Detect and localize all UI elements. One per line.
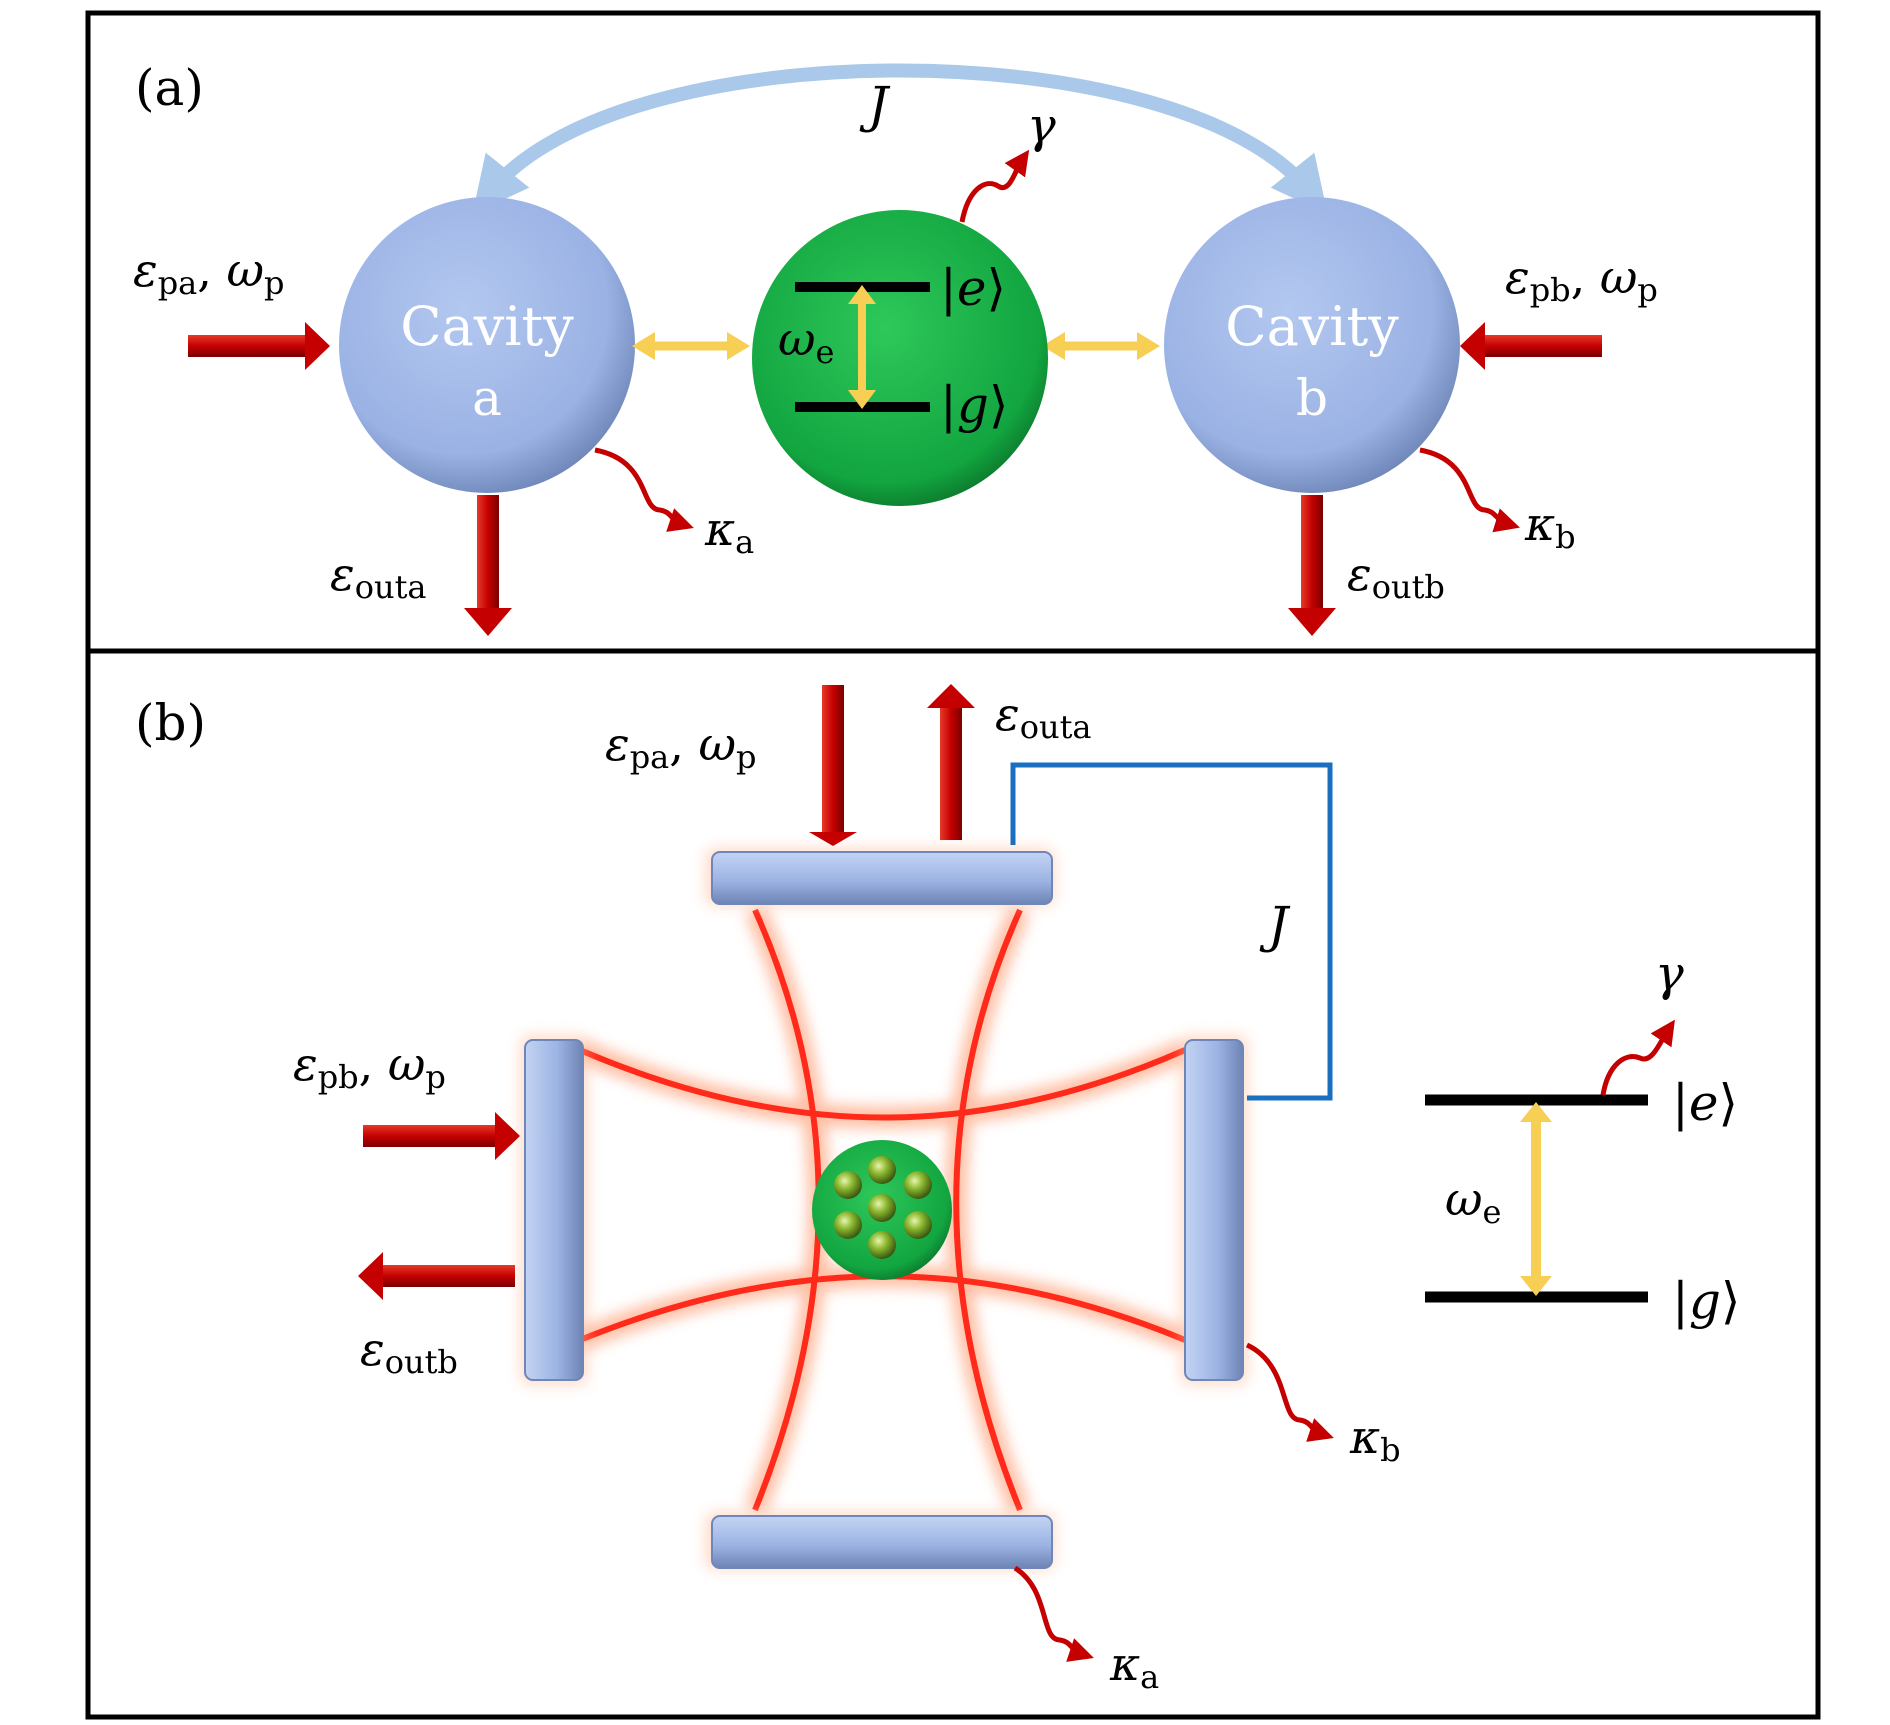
- output-label-b-b: εoutb: [360, 1322, 458, 1381]
- cavity-a: [339, 197, 635, 493]
- decay-wave-b: [1600, 1019, 1675, 1096]
- excited-state-label-a: |e⟩: [940, 259, 1006, 317]
- loss-wave-b: [1419, 447, 1520, 533]
- transition-arrow-a: [848, 285, 876, 409]
- loss-wave-b-b: [1245, 1342, 1334, 1442]
- output-label-a: εouta: [330, 547, 427, 606]
- output-arrow-b: [1288, 495, 1336, 636]
- loss-label-a-b: κa: [1109, 1637, 1159, 1696]
- transition-arrow-b: [1520, 1102, 1552, 1296]
- coupling-line-b: [1010, 762, 1333, 1101]
- pump-label-a-b: εpa, ωp: [605, 717, 757, 776]
- mirror-bottom: [705, 1512, 1055, 1570]
- coupling-label-a: J: [859, 76, 891, 134]
- pump-arrow-b: [1460, 322, 1602, 370]
- cavity-mode-a-right: [953, 908, 1023, 1512]
- excited-state-label-b: |e⟩: [1672, 1074, 1738, 1132]
- panel-b-tag: (b): [135, 694, 206, 752]
- ground-state-label-b: |g⟩: [1672, 1272, 1740, 1330]
- coupling-arc-a: [472, 63, 1328, 214]
- loss-wave-a-b: [1013, 1565, 1094, 1662]
- cavity-mode-b-top: [578, 1047, 1187, 1121]
- pump-label-a: εpa, ωp: [133, 243, 285, 302]
- pump-arrow-a: [188, 322, 330, 370]
- loss-label-a: κa: [704, 502, 754, 561]
- decay-label-a: γ: [1027, 98, 1056, 154]
- panel-b-frame: [85, 648, 1821, 1720]
- cavity-a-line1: Cavity: [400, 295, 574, 358]
- loss-label-b-b: κb: [1349, 1410, 1401, 1469]
- coupling-label-b: J: [1259, 896, 1291, 954]
- cavity-b-line2: b: [1296, 369, 1328, 427]
- transition-label-b: ωe: [1445, 1172, 1501, 1231]
- output-label-b: εoutb: [1347, 547, 1445, 606]
- exchange-arrow-a-atom: [632, 332, 750, 360]
- cavity-b-line1: Cavity: [1225, 295, 1399, 358]
- pump-label-b: εpb, ωp: [1505, 250, 1658, 309]
- ground-state-label-a: |g⟩: [940, 376, 1008, 434]
- mirror-left: [520, 1035, 588, 1385]
- exchange-arrow-atom-b: [1042, 332, 1160, 360]
- loss-label-b: κb: [1524, 497, 1576, 556]
- mirror-top: [705, 848, 1055, 906]
- decay-label-b: γ: [1655, 946, 1684, 1002]
- output-label-a-b: εouta: [995, 687, 1092, 746]
- decay-wave-a: [959, 149, 1030, 223]
- cavity-b: [1164, 197, 1460, 493]
- pump-label-b-b: εpb, ωp: [293, 1037, 446, 1096]
- panel-a-tag: (a): [135, 59, 204, 117]
- cavity-a-line2: a: [472, 369, 502, 427]
- output-arrow-a: [464, 495, 512, 636]
- pump-arrow-a-b: [809, 685, 857, 846]
- atom-ensemble: [812, 1140, 952, 1280]
- output-arrow-b-b: [358, 1252, 515, 1300]
- pump-arrow-b-b: [363, 1112, 520, 1160]
- transition-label-a: ωe: [778, 312, 834, 371]
- output-arrow-a-b: [927, 684, 975, 840]
- loss-wave-a: [594, 447, 694, 532]
- mirror-right: [1180, 1035, 1248, 1385]
